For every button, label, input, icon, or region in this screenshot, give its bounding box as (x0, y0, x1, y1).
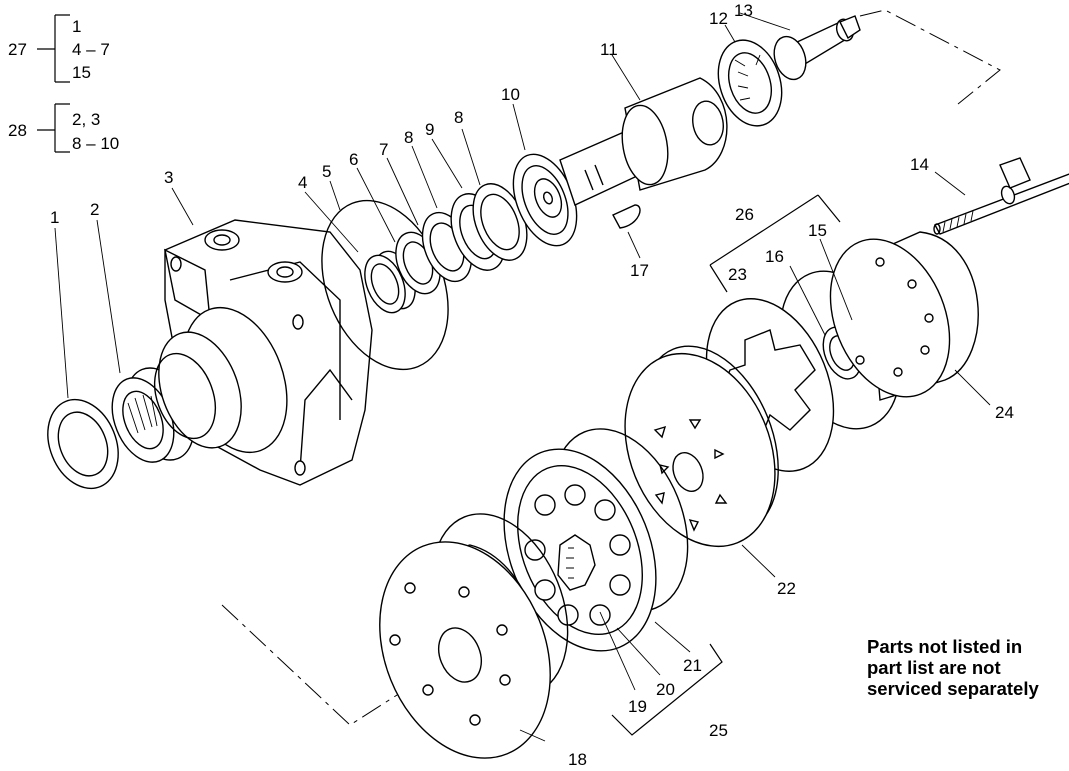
service-note-line: Parts not listed in (867, 636, 1023, 657)
callout-label: 4 (298, 173, 307, 192)
kit-27-item: 1 (72, 17, 81, 36)
service-note: Parts not listed in part list are not se… (867, 636, 1067, 699)
kit-26-bracket (709, 194, 841, 293)
kit-25-bracket (611, 643, 723, 736)
callout-label: 19 (628, 697, 647, 716)
service-note-line: part list are not (867, 657, 1001, 678)
shaft-seal-stack (364, 183, 528, 314)
mounting-flange (379, 513, 569, 759)
leader-lines (54, 12, 991, 742)
thrust-bearing (512, 153, 578, 247)
drive-coupling (773, 15, 861, 81)
kit-27-item: 4 – 7 (72, 40, 110, 59)
callout-label: 5 (322, 162, 331, 181)
callout-labels: 1 2 3 4 5 6 7 8 8 9 10 11 12 13 14 15 16… (50, 1, 1014, 769)
callout-label: 11 (600, 40, 618, 59)
seal (47, 398, 119, 490)
woodruff-key (612, 204, 641, 229)
callout-label: 26 (735, 205, 754, 224)
centerline-shaft (859, 9, 1001, 105)
kit-28-bracket: 28 2, 3 8 – 10 (8, 103, 119, 153)
callout-label: 21 (683, 656, 702, 675)
callout-label: 15 (808, 221, 827, 240)
service-note-line: serviced separately (867, 678, 1039, 699)
callout-label: 18 (568, 750, 587, 769)
callout-label: 16 (765, 247, 784, 266)
kit-27-bracket: 27 1 4 – 7 15 (8, 14, 110, 83)
callout-label: 2 (90, 200, 99, 219)
callout-label: 17 (630, 261, 649, 280)
callout-label: 1 (50, 208, 59, 227)
drive-shaft (559, 77, 728, 206)
kit-27-number: 27 (8, 40, 27, 59)
callout-label: 14 (910, 155, 929, 174)
callout-label: 12 (709, 9, 728, 28)
gerotor-set (503, 448, 657, 652)
callout-label: 7 (379, 140, 388, 159)
spline-gear (717, 39, 783, 127)
cap-screw (933, 157, 1069, 235)
kit-28-number: 28 (8, 121, 27, 140)
callout-label: 24 (995, 403, 1014, 422)
callout-label: 9 (425, 120, 434, 139)
callout-label: 22 (777, 579, 796, 598)
callout-label: 23 (728, 265, 747, 284)
callout-label: 6 (349, 150, 358, 169)
callout-label: 20 (656, 680, 675, 699)
callout-label: 25 (709, 721, 728, 740)
callout-label: 3 (164, 168, 173, 187)
housing (153, 219, 373, 486)
kit-28-item: 2, 3 (72, 110, 100, 129)
kit-28-item: 8 – 10 (72, 134, 119, 153)
valve-plate (624, 345, 779, 548)
callout-label: 8 (454, 108, 463, 127)
kit-27-item: 15 (72, 63, 91, 82)
callout-label: 10 (501, 85, 520, 104)
callout-label: 13 (734, 1, 753, 20)
end-cover (829, 231, 979, 401)
callout-label: 8 (404, 128, 413, 147)
